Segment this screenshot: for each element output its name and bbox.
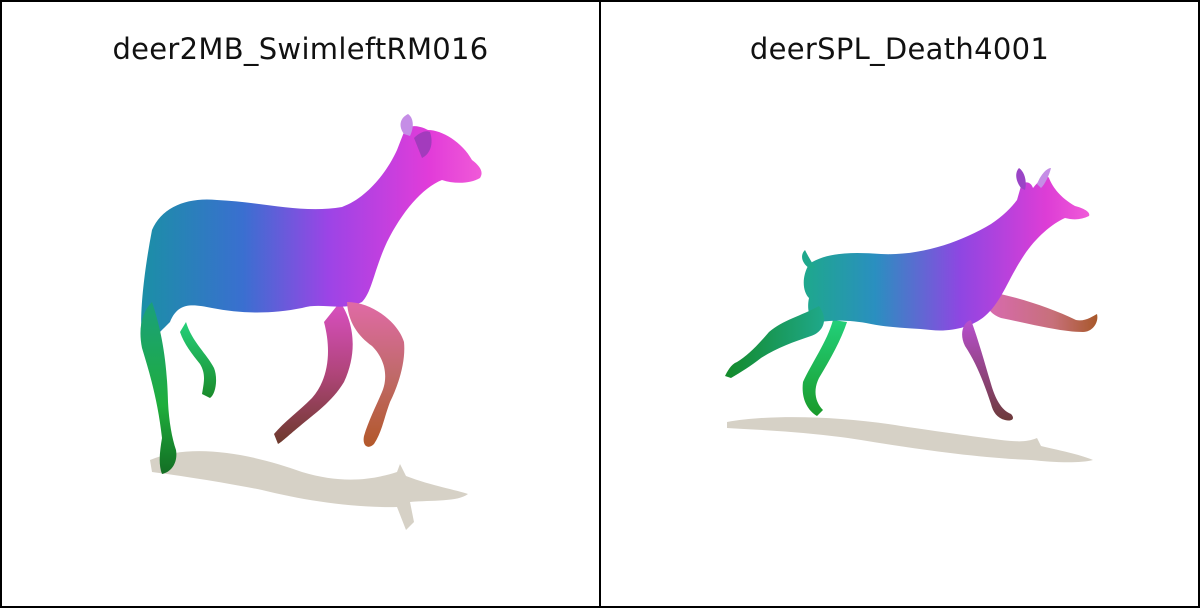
left-render-panel[interactable]: deer2MB_SwimleftRM016 [2, 2, 599, 606]
near-hind-leg [725, 306, 825, 378]
deer-body [141, 126, 482, 346]
near-front-leg [140, 302, 177, 474]
deer-shadow [150, 451, 468, 530]
panel-title: deer2MB_SwimleftRM016 [112, 32, 489, 66]
deer-ear-2 [1037, 168, 1051, 188]
deer-ear [1016, 168, 1026, 190]
front-extended-leg [986, 292, 1098, 332]
deer-render-right [725, 168, 1098, 463]
far-front-leg [180, 322, 217, 398]
near-front-leg [962, 320, 1013, 421]
deer-ear [400, 114, 413, 136]
far-hind-leg [802, 320, 847, 416]
panel-title: deerSPL_Death4001 [749, 32, 1050, 66]
deer-ear-2 [414, 131, 432, 158]
far-back-leg [274, 302, 353, 444]
deer-shadow [727, 417, 1093, 463]
right-render-panel[interactable]: deerSPL_Death4001 [599, 2, 1198, 606]
deer-tail [802, 250, 815, 268]
deer-render-left [140, 114, 482, 530]
deer-body [803, 176, 1090, 331]
near-back-leg [347, 302, 405, 447]
